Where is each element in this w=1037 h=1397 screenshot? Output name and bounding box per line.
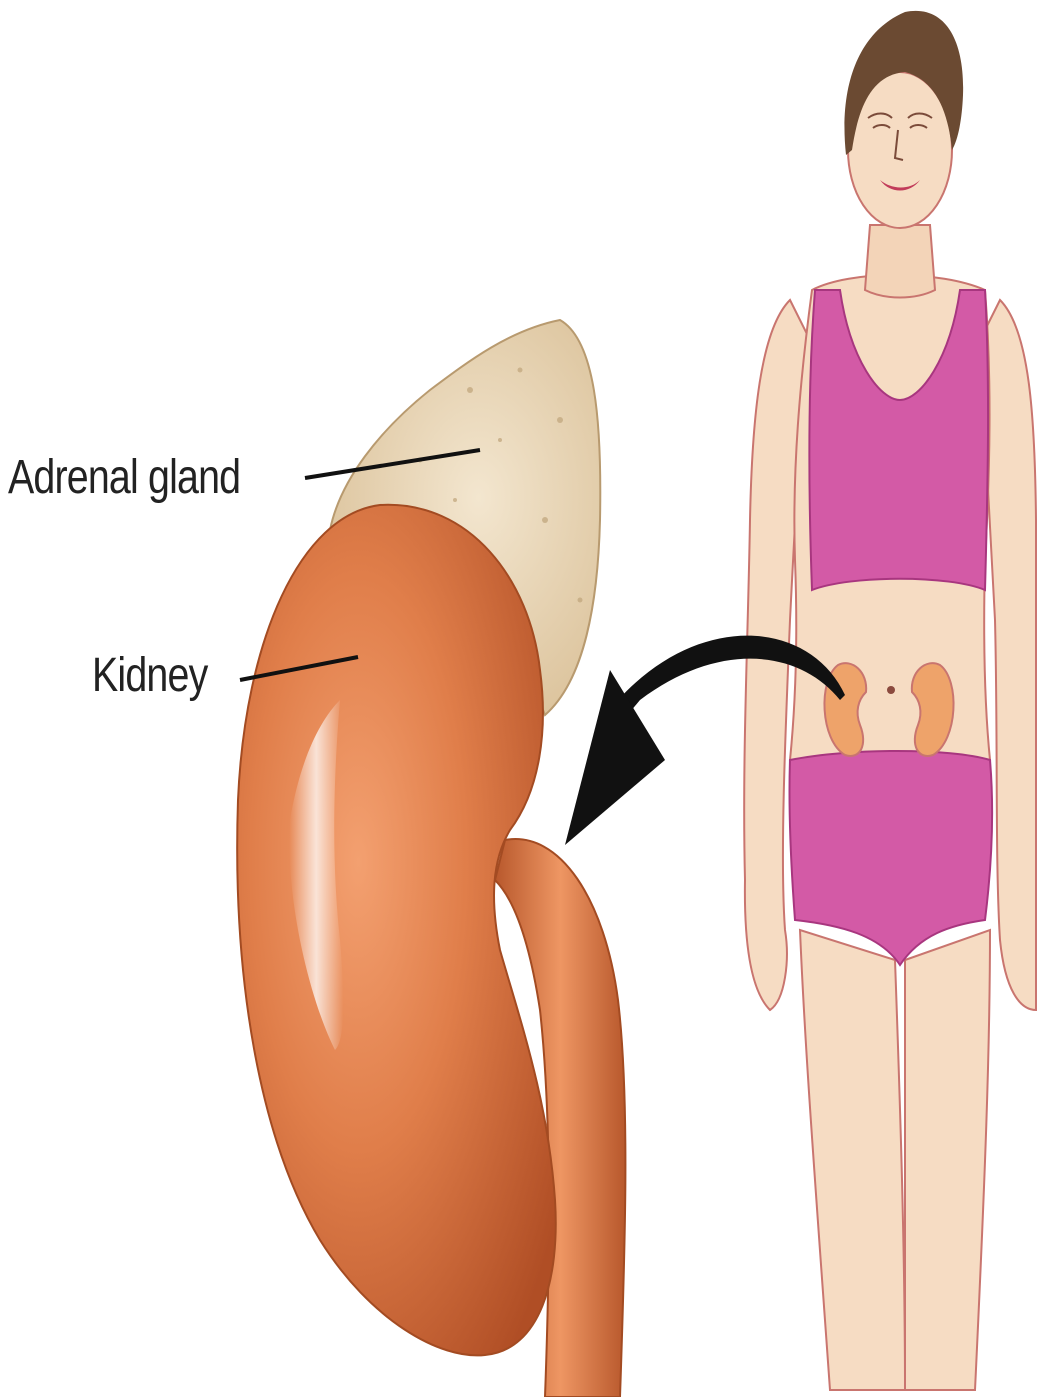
kidney-label: Kidney	[92, 648, 207, 703]
woman-legs	[800, 930, 990, 1390]
arrow-head	[565, 670, 665, 845]
woman-briefs	[789, 751, 992, 965]
woman-neck	[865, 225, 935, 298]
large-kidney-illustration	[237, 320, 625, 1397]
adrenal-gland-label: Adrenal gland	[8, 450, 240, 505]
woman-figure	[744, 11, 1036, 1390]
woman-navel	[887, 686, 895, 694]
kidney	[237, 505, 556, 1356]
